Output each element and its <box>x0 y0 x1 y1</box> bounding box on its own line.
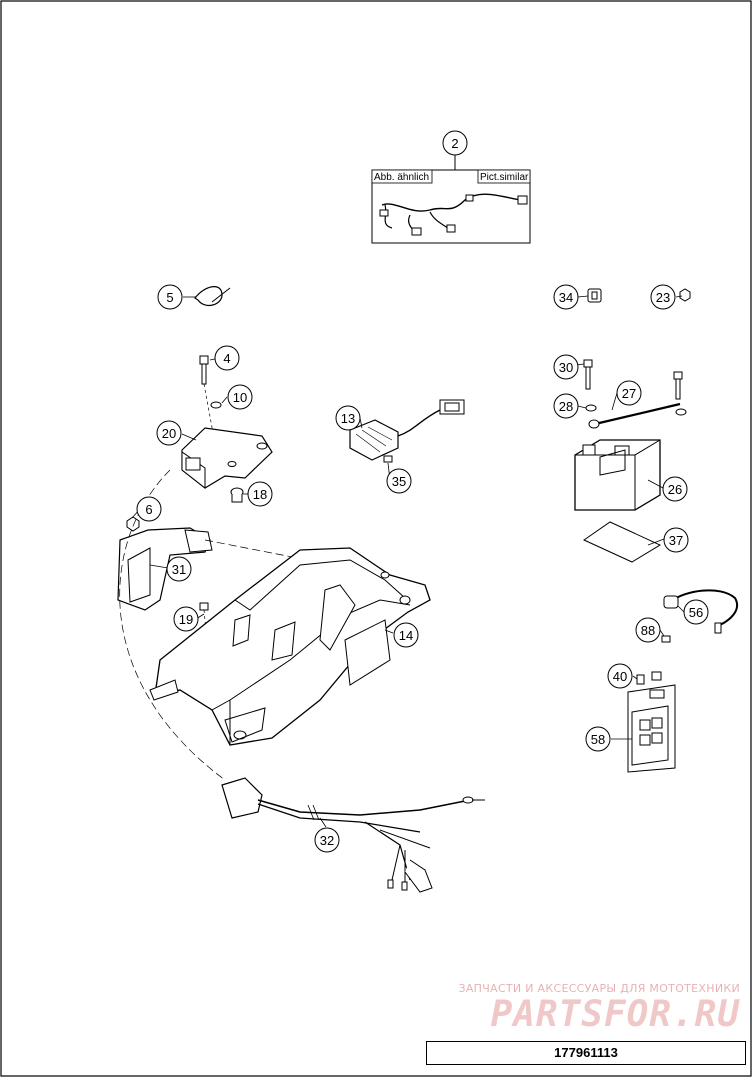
svg-text:31: 31 <box>172 562 186 577</box>
fuse-part-88 <box>661 635 671 643</box>
callout-23: 23 <box>650 284 676 310</box>
svg-text:5: 5 <box>166 290 173 305</box>
screw-part-30 <box>583 359 593 390</box>
callout-13: 13 <box>335 405 361 431</box>
callouts: 2 5 34 23 4 10 20 18 6 31 19 13 35 30 27… <box>136 130 709 853</box>
callout-19: 19 <box>173 606 199 632</box>
cable-tie-part <box>194 286 231 307</box>
screw-part-35 <box>383 455 393 463</box>
fuse-part-40 <box>636 671 662 685</box>
screw-part-4 <box>199 355 219 461</box>
svg-text:14: 14 <box>399 628 413 643</box>
watermark-logo: PARTSFOR.RU <box>490 994 740 1035</box>
svg-text:19: 19 <box>179 612 193 627</box>
callout-26: 26 <box>662 476 688 502</box>
callout-14: 14 <box>393 622 419 648</box>
callout-37: 37 <box>663 527 689 553</box>
battery-part-26 <box>574 439 661 511</box>
callout-20: 20 <box>156 420 182 446</box>
callout-34: 34 <box>553 284 579 310</box>
svg-text:18: 18 <box>253 487 267 502</box>
callout-88: 88 <box>635 617 661 643</box>
svg-text:13: 13 <box>341 411 355 426</box>
electronics-box-part-14 <box>149 547 431 746</box>
svg-text:35: 35 <box>392 474 406 489</box>
rubber-bush-part <box>587 288 602 303</box>
regulator-part-13 <box>349 399 465 461</box>
watermark-tagline: ЗАПЧАСТИ И АКСЕССУАРЫ ДЛЯ МОТОТЕХНИКИ <box>458 982 740 995</box>
main-harness-part-32 <box>221 777 485 893</box>
callout-28: 28 <box>553 393 579 419</box>
leader-lines <box>131 295 685 828</box>
callout-6: 6 <box>136 496 162 522</box>
svg-text:26: 26 <box>668 482 682 497</box>
callout-30: 30 <box>553 354 579 380</box>
callout-56: 56 <box>683 599 709 625</box>
svg-text:10: 10 <box>233 390 247 405</box>
callout-32: 32 <box>314 827 340 853</box>
part-number-box: 177961113 <box>426 1041 746 1065</box>
callout-58: 58 <box>585 726 611 752</box>
svg-text:30: 30 <box>559 360 573 375</box>
svg-text:20: 20 <box>162 426 176 441</box>
svg-text:6: 6 <box>145 502 152 517</box>
svg-text:37: 37 <box>669 533 683 548</box>
grommet-part <box>230 487 244 503</box>
svg-text:23: 23 <box>656 290 670 305</box>
svg-text:88: 88 <box>641 623 655 638</box>
callout-2: 2 <box>442 130 468 156</box>
screw-part-27b <box>673 371 683 400</box>
svg-text:40: 40 <box>613 669 627 684</box>
callout-27: 27 <box>616 380 642 406</box>
small-nut-part <box>679 288 691 302</box>
fuse-box-part-58 <box>627 684 676 773</box>
svg-text:4: 4 <box>223 351 230 366</box>
washer-part-28 <box>585 404 597 412</box>
callout-31: 31 <box>166 556 192 582</box>
inset-label-left: Abb. ähnlich <box>374 172 429 183</box>
nut-part-6 <box>126 516 140 532</box>
svg-text:27: 27 <box>622 386 636 401</box>
svg-text:32: 32 <box>320 833 334 848</box>
callout-18: 18 <box>247 481 273 507</box>
callout-35: 35 <box>386 468 412 494</box>
ecu-part <box>181 427 273 490</box>
svg-text:2: 2 <box>451 136 458 151</box>
svg-text:56: 56 <box>689 605 703 620</box>
callout-5: 5 <box>157 284 183 310</box>
svg-text:28: 28 <box>559 399 573 414</box>
washer-part-10 <box>210 401 222 409</box>
svg-text:58: 58 <box>591 732 605 747</box>
svg-text:34: 34 <box>559 290 573 305</box>
callout-40: 40 <box>607 663 633 689</box>
pad-part-37 <box>582 521 662 563</box>
callout-4: 4 <box>214 345 240 371</box>
inset-label-right: Pict.similar <box>480 172 529 183</box>
cable-part-27 <box>588 402 687 429</box>
cable-part-56 <box>663 589 739 634</box>
harness-inset: Abb. ähnlich Pict.similar <box>371 155 531 244</box>
callout-10: 10 <box>227 384 253 410</box>
